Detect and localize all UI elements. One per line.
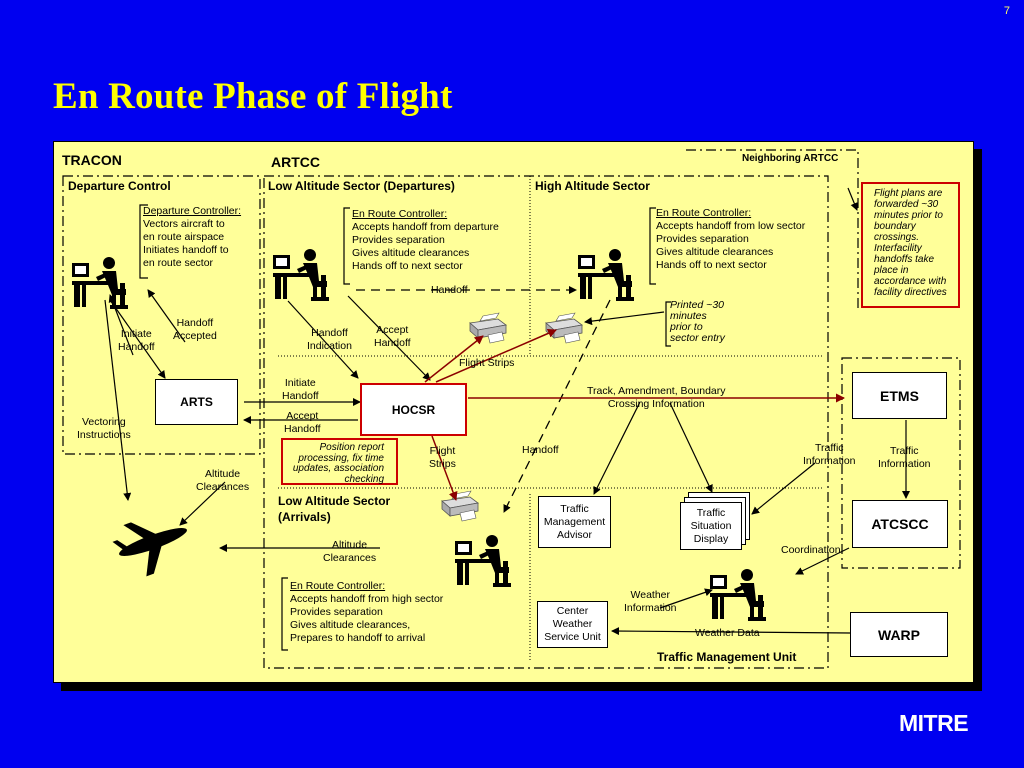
weather-data-label: Weather Data <box>695 627 760 639</box>
flight-plans-note: Flight plans are forwarded ~30 minutes p… <box>861 182 960 308</box>
low-alt-arrivals-sublabel: (Arrivals) <box>278 510 331 524</box>
handoff-indication-label: Handoff Indication <box>307 327 352 352</box>
altitude-clearances-2-label: Altitude Clearances <box>323 539 377 564</box>
arrivals-controller-desc: En Route Controller: Accepts handoff fro… <box>290 580 444 644</box>
etms-box: ETMS <box>852 372 947 419</box>
flight-strips-label: Flight Strips <box>459 357 515 369</box>
slide-title: En Route Phase of Flight <box>53 76 453 117</box>
hocsr-box: HOCSR <box>360 383 467 436</box>
arrivals-controller-icon <box>455 535 511 587</box>
desc-heading: En Route Controller: <box>656 207 752 219</box>
handoff-accepted-label: Handoff Accepted <box>173 317 217 342</box>
low-alt-arrivals-label: Low Altitude Sector <box>278 494 391 508</box>
handoff-2-label: Handoff <box>522 444 559 456</box>
high-sector-controller-icon <box>578 249 634 301</box>
arts-box: ARTS <box>155 379 238 425</box>
flight-strips-2-label: Flight Strips <box>429 445 456 470</box>
desc-heading: En Route Controller: <box>352 208 448 220</box>
flight-strip-printer-icon <box>469 312 507 344</box>
flight-strip-printer-icon <box>441 490 479 522</box>
printed-note: Printed ~30 minutes prior to sector entr… <box>670 299 725 344</box>
neighboring-artcc-label: Neighboring ARTCC <box>742 153 839 164</box>
atcscc-box: ATCSCC <box>852 500 948 548</box>
departure-control-region <box>62 175 261 455</box>
atcscc-region <box>841 357 961 569</box>
artcc-region <box>263 175 829 669</box>
departure-controller-desc: Departure Controller: Vectors aircraft t… <box>143 205 242 269</box>
initiate-handoff-2-label: Initiate Handoff <box>282 377 319 402</box>
high-sector-controller-desc: En Route Controller: Accepts handoff fro… <box>656 207 806 271</box>
flight-strip-printer-icon <box>545 312 583 344</box>
coordination-label: Coordination <box>781 544 841 556</box>
traffic-info-1-label: Traffic Information <box>803 442 856 467</box>
airplane-icon <box>112 522 187 577</box>
departure-control-label: Departure Control <box>68 179 171 193</box>
vectoring-label: Vectoring Instructions <box>77 416 131 441</box>
desc-heading: Departure Controller: <box>143 205 242 217</box>
tsd-box: Traffic Situation Display <box>680 502 742 550</box>
weather-info-label: Weather Information <box>624 589 677 614</box>
desc-heading: En Route Controller: <box>290 580 386 592</box>
handoff-label: Handoff <box>431 284 468 296</box>
low-sector-controller-icon <box>273 249 329 301</box>
traffic-info-2-label: Traffic Information <box>878 445 931 470</box>
tmu-label: Traffic Management Unit <box>657 650 797 664</box>
low-sector-controller-desc: En Route Controller: Accepts handoff fro… <box>352 208 499 272</box>
tma-box: Traffic Management Advisor <box>538 496 611 548</box>
accept-handoff-2-label: Accept Handoff <box>284 410 321 435</box>
slide-number: 7 <box>1003 5 1010 17</box>
position-report-note: Position report processing, fix time upd… <box>281 438 398 485</box>
altitude-clearances-label: Altitude Clearances <box>196 468 250 493</box>
initiate-handoff-label: Initiate Handoff <box>118 328 155 353</box>
cwsu-box: Center Weather Service Unit <box>537 601 608 648</box>
departure-controller-icon <box>72 257 128 309</box>
artcc-label: ARTCC <box>271 154 320 170</box>
low-alt-departures-label: Low Altitude Sector (Departures) <box>268 179 455 193</box>
mitre-logo: MITRE <box>899 710 969 736</box>
track-info-label: Track, Amendment, Boundary Crossing Info… <box>587 385 726 410</box>
warp-box: WARP <box>850 612 948 657</box>
tracon-label: TRACON <box>62 152 122 168</box>
high-alt-label: High Altitude Sector <box>535 179 650 193</box>
tmu-specialist-icon <box>710 569 766 621</box>
accept-handoff-label: Accept Handoff <box>374 324 411 349</box>
